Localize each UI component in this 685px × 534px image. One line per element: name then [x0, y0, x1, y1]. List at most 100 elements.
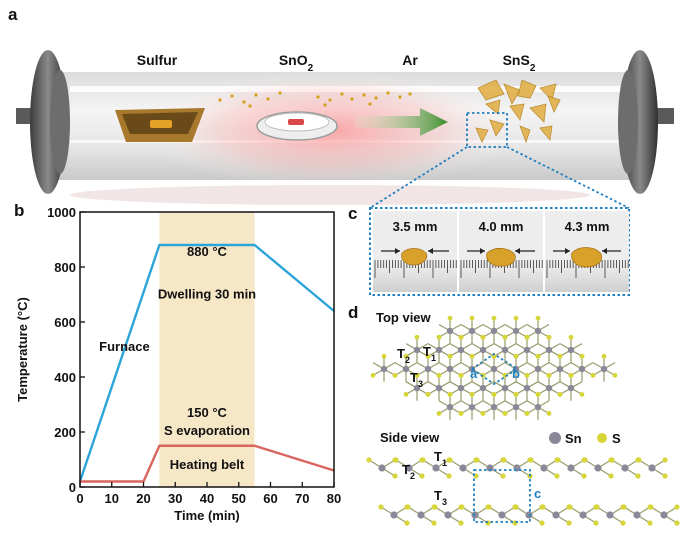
s-atom — [557, 392, 563, 397]
x-tick-label: 80 — [327, 491, 341, 506]
vapor-dot — [323, 103, 327, 107]
vapor-dot — [408, 92, 412, 96]
sns2-flake — [517, 79, 537, 99]
s-atom — [582, 457, 588, 463]
x-tick-label: 10 — [105, 491, 119, 506]
s-atom — [581, 473, 587, 479]
sns2-flake — [529, 103, 547, 123]
s-atom — [425, 353, 431, 359]
side-t1-label: T1 — [434, 449, 447, 468]
sn-atom — [468, 403, 476, 411]
label-sno2-sub: 2 — [308, 63, 314, 74]
sn-atom — [444, 511, 452, 519]
sns2-crystal — [571, 247, 603, 268]
sulfur-vapor — [218, 91, 412, 108]
s-atom — [513, 353, 519, 359]
s-atom — [568, 334, 574, 340]
crystal-size-label: 4.3 mm — [565, 219, 610, 234]
vapor-dot — [340, 92, 344, 96]
sns2-flake — [519, 125, 531, 144]
sn-atom — [552, 511, 560, 519]
s-atom — [403, 353, 409, 359]
s-atom — [513, 315, 519, 321]
s-atom — [635, 473, 641, 479]
sn-atom — [471, 511, 479, 519]
s-atom — [601, 353, 607, 359]
sn-atom — [417, 511, 425, 519]
side-view-label: Side view — [380, 430, 440, 445]
atom-legend: Sn S — [549, 431, 621, 446]
top-t2-label: T2 — [397, 346, 410, 365]
sn-atom — [512, 403, 520, 411]
s-atom — [579, 353, 585, 359]
sn-atom — [390, 511, 398, 519]
s-atom — [458, 334, 464, 340]
top-t1-base: T — [423, 344, 431, 359]
s-atom — [513, 504, 519, 510]
dwelling-region — [159, 212, 255, 487]
label-sns2-sub: 2 — [530, 63, 536, 74]
s-atom — [554, 473, 560, 479]
s-atom — [458, 372, 464, 378]
s-atom — [469, 315, 475, 321]
sns2-flake — [503, 83, 521, 105]
top-t3-base: T — [410, 370, 418, 385]
chart-annotation: S evaporation — [164, 423, 250, 438]
panel-d: d Top view a b T2 T1 T3 Side view Sn S c… — [348, 303, 680, 526]
s-atom — [392, 473, 398, 479]
chart-annotation: 150 °C — [187, 405, 228, 420]
sn-atom — [501, 346, 509, 354]
s-atom — [648, 504, 654, 510]
measure-arrowhead-right — [602, 248, 607, 254]
glow-reflection — [70, 185, 590, 205]
side-t3-label: T3 — [434, 488, 447, 507]
vapor-dot — [230, 94, 234, 98]
label-sulfur: Sulfur — [137, 52, 178, 68]
y-tick-label: 0 — [69, 480, 76, 495]
measure-arrowhead-right — [515, 248, 520, 254]
panel-letter-c: c — [348, 204, 357, 223]
sn-atom — [378, 464, 386, 472]
s-atom — [447, 315, 453, 321]
measure-arrowhead-right — [428, 248, 433, 254]
sulfur-powder — [150, 120, 172, 128]
label-sno2-base: SnO — [279, 52, 308, 68]
sn-atom — [556, 365, 564, 373]
s-atom — [579, 392, 585, 397]
sns2-flake — [477, 79, 505, 101]
sns2-flake — [485, 99, 501, 115]
sn-atom — [468, 327, 476, 335]
measure-arrowhead-left — [565, 248, 570, 254]
sns2-flake — [475, 127, 489, 143]
s-atom — [568, 372, 574, 378]
sn-atom — [660, 511, 668, 519]
sns2-flake — [509, 103, 525, 121]
vapor-dot — [374, 96, 378, 100]
sn-atom — [380, 365, 388, 373]
sn-atom — [606, 511, 614, 519]
s-atom — [502, 411, 508, 416]
sns2-crystal — [401, 248, 428, 266]
s-atom — [469, 353, 475, 359]
vapor-dot — [386, 91, 390, 95]
s-atom — [420, 457, 426, 463]
s-atom — [557, 353, 563, 359]
sn-atom — [413, 346, 421, 354]
s-atom — [378, 504, 384, 510]
sn-atom — [446, 365, 454, 373]
chart-annotation: 880 °C — [187, 244, 228, 259]
s-atom — [608, 473, 614, 479]
s-atom — [469, 392, 475, 397]
s-atom — [491, 315, 497, 321]
s-atom — [404, 520, 410, 526]
s-atom — [647, 520, 653, 526]
panel-a: a — [8, 5, 674, 209]
sns2-flakes — [475, 79, 561, 144]
side-t3-sub: 3 — [442, 497, 447, 507]
panel-letter-a: a — [8, 5, 18, 24]
label-sno2: SnO2 — [279, 52, 314, 74]
s-atom — [393, 457, 399, 463]
sn-atom — [545, 346, 553, 354]
s-atom — [370, 372, 376, 378]
s-atom — [425, 392, 431, 397]
